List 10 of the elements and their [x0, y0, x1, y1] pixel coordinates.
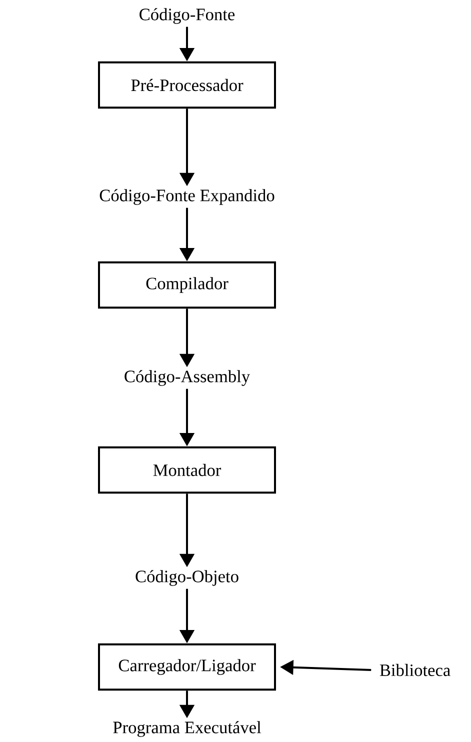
text-label: Código-Fonte Expandido — [100, 189, 274, 205]
process-box: Compilador — [98, 261, 276, 309]
text-label: Programa Executável — [113, 721, 262, 737]
text-label: Código-Assembly — [124, 370, 250, 386]
process-box: Carregador/Ligador — [98, 643, 276, 691]
text-label: Biblioteca — [380, 664, 450, 676]
process-box: Montador — [98, 446, 276, 494]
text-label: Código-Objeto — [136, 570, 238, 586]
text-label: Código-Fonte — [140, 8, 235, 24]
process-box: Pré-Processador — [98, 61, 276, 109]
